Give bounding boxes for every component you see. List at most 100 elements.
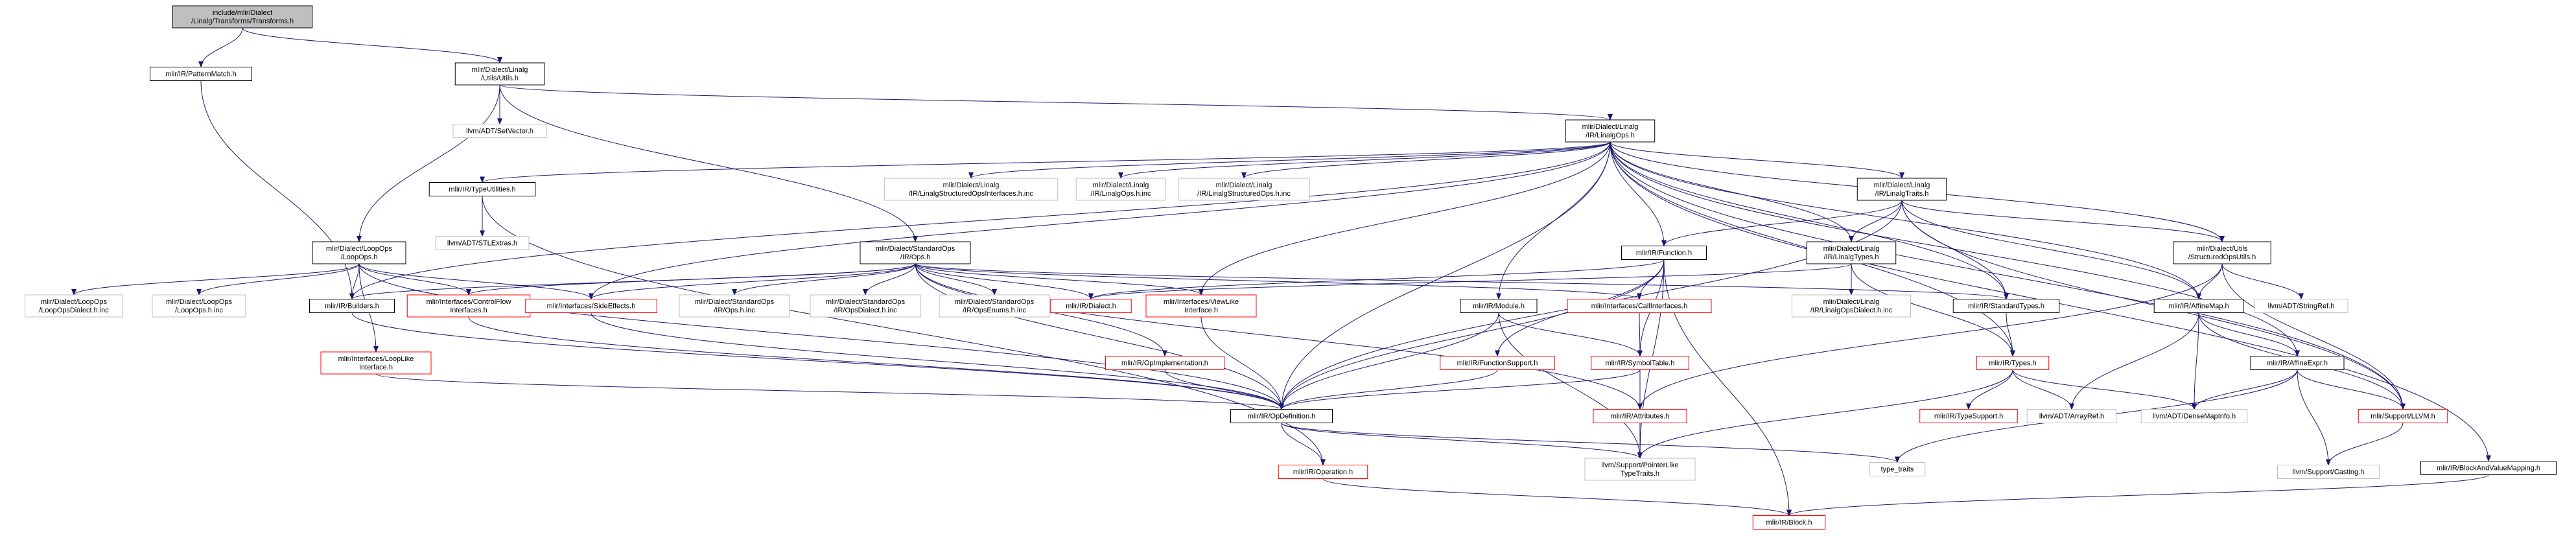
node-standard-types[interactable]: mlir/IR/StandardTypes.h: [1952, 299, 2060, 313]
node-type-utilities[interactable]: mlir/IR/TypeUtilities.h: [428, 182, 536, 196]
node-label: llvm/ADT/ArrayRef.h: [2039, 413, 2104, 421]
node-array-ref: llvm/ADT/ArrayRef.h: [2026, 409, 2117, 423]
edge-loop_ops-to-loop_ops_dialect_inc: [71, 263, 360, 296]
node-label: mlir/Interfaces/SideEffects.h: [547, 303, 636, 310]
edge-std_ops-to-control_flow_interfaces: [466, 263, 916, 296]
edge-affine_expr-to-llvm_support: [2297, 369, 2406, 410]
node-label: mlir/IR/Builders.h: [325, 303, 379, 310]
node-box: [939, 294, 1050, 318]
edge-module-to-symbol_table: [1498, 312, 1643, 357]
node-label: mlir/Dialect/Linalg: [1216, 181, 1272, 189]
node-function-support[interactable]: mlir/IR/FunctionSupport.h: [1440, 356, 1555, 370]
edge-side_effects-to-op_definition: [591, 312, 1284, 410]
edge-affine_expr-to-dense_map_info: [2192, 369, 2298, 410]
node-box: [1593, 409, 1687, 423]
node-llvm-support[interactable]: mlir/Support/LLVM.h: [2358, 409, 2448, 423]
node-label: mlir/Dialect/StandardOps: [695, 298, 775, 306]
node-box: [1567, 299, 1712, 313]
edge-linalg_ops-to-affine_map: [1610, 141, 2201, 300]
node-linalg-ops[interactable]: mlir/Dialect/Linalg/IR/LinalgOps.h: [1565, 119, 1656, 143]
node-label: llvm/Support/Casting.h: [2293, 469, 2365, 476]
node-module[interactable]: mlir/IR/Module.h: [1460, 299, 1538, 313]
node-label: mlir/Interfaces/ControlFlow: [427, 298, 511, 306]
node-transforms[interactable]: include/mlir/Dialect/Linalg/Transforms/T…: [172, 5, 313, 29]
node-structured-ops-h-inc: mlir/Dialect/Linalg/IR/LinalgStructuredO…: [1178, 178, 1310, 201]
node-box: [1460, 299, 1538, 313]
node-std-ops-dialect-inc: mlir/Dialect/StandardOps/IR/OpsDialect.h…: [810, 294, 921, 318]
edge-operation-to-block: [1322, 478, 1792, 517]
node-op-implementation[interactable]: mlir/IR/OpImplementation.h: [1105, 356, 1224, 370]
node-std-ops-enums-inc: mlir/Dialect/StandardOps/IR/OpsEnums.h.i…: [939, 294, 1050, 318]
edge-affine_expr-to-casting: [2297, 369, 2331, 466]
node-label: mlir/IR/Attributes.h: [1611, 413, 1669, 421]
node-function[interactable]: mlir/IR/Function.h: [1621, 246, 1707, 260]
node-label: mlir/Dialect/Utils: [2197, 245, 2248, 253]
node-std-ops[interactable]: mlir/Dialect/StandardOps/IR/Ops.h: [860, 241, 971, 264]
node-box: [1952, 299, 2060, 313]
node-linalg-traits[interactable]: mlir/Dialect/Linalg/IR/LinalgTraits.h: [1856, 178, 1947, 201]
edge-linalg_ops-to-view_like_interface: [1199, 141, 1611, 296]
edge-loop_ops-to-builders: [349, 263, 360, 300]
edge-loop_ops-to-loop_ops_h_inc: [196, 263, 360, 296]
node-box: [679, 294, 790, 318]
node-op-definition[interactable]: mlir/IR/OpDefinition.h: [1230, 409, 1333, 423]
node-label: mlir/IR/StandardTypes.h: [1968, 303, 2044, 310]
node-label: mlir/IR/FunctionSupport.h: [1457, 360, 1538, 367]
node-string-ref: llvm/ADT/StringRef.h: [2254, 299, 2348, 313]
edge-symbol_table-to-op_definition: [1279, 369, 1641, 410]
node-affine-expr[interactable]: mlir/IR/AffineExpr.h: [2250, 356, 2345, 370]
edge-affine_map-to-dense_map_info: [2192, 312, 2199, 410]
edge-pattern_match-to-builders: [200, 80, 355, 300]
node-pattern-match[interactable]: mlir/IR/PatternMatch.h: [150, 67, 252, 81]
node-box: [2358, 409, 2448, 423]
node-call-interfaces[interactable]: mlir/Interfaces/CallInterfaces.h: [1567, 299, 1712, 313]
node-loop-ops-h-inc: mlir/Dialect/LoopOps/LoopOps.h.inc: [152, 294, 246, 318]
node-block[interactable]: mlir/IR/Block.h: [1752, 515, 1826, 530]
node-box: [1584, 458, 1696, 481]
edge-linalg_traits-to-linalg_types: [1849, 200, 1903, 242]
edge-op_implementation-to-op_definition: [1164, 369, 1284, 410]
node-symbol-table[interactable]: mlir/IR/SymbolTable.h: [1591, 356, 1689, 370]
node-block-and-value-mapping[interactable]: mlir/IR/BlockAndValueMapping.h: [2420, 461, 2557, 475]
edge-op_definition-to-operation: [1281, 423, 1326, 466]
node-dialect[interactable]: mlir/IR/Dialect.h: [1050, 299, 1132, 313]
edge-transforms-to-linalg_utils: [242, 27, 502, 64]
edge-structured_ops_utils-to-string_ref: [2221, 263, 2304, 300]
node-casting: llvm/Support/Casting.h: [2277, 465, 2380, 479]
node-box: [1591, 356, 1689, 370]
node-label: /IR/Ops.h: [900, 253, 930, 261]
node-type-traits: type_traits: [1869, 462, 1926, 476]
node-label: llvm/ADT/SetVector.h: [466, 128, 533, 135]
node-structured-ops-utils[interactable]: mlir/Dialect/Utils/StructuredOpsUtils.h: [2173, 241, 2271, 264]
node-loop-ops[interactable]: mlir/Dialect/LoopOps/LoopOps.h: [312, 241, 406, 264]
node-box: [1792, 294, 1911, 318]
edge-affine_map-to-array_ref: [2069, 312, 2199, 410]
node-box: [2250, 356, 2345, 370]
node-types[interactable]: mlir/IR/Types.h: [1976, 356, 2050, 370]
node-box: [312, 241, 406, 264]
node-box: [1919, 409, 2018, 423]
node-box: [172, 5, 313, 29]
node-label: mlir/Dialect/Linalg: [1874, 181, 1930, 189]
node-side-effects[interactable]: mlir/Interfaces/SideEffects.h: [525, 299, 657, 313]
node-label: /IR/OpsEnums.h.inc: [963, 307, 1026, 314]
node-linalg-utils[interactable]: mlir/Dialect/Linalg/Utils/Utils.h: [454, 62, 545, 86]
node-type-support[interactable]: mlir/IR/TypeSupport.h: [1919, 409, 2018, 423]
node-operation[interactable]: mlir/IR/Operation.h: [1278, 465, 1368, 479]
node-affine-map[interactable]: mlir/IR/AffineMap.h: [2153, 299, 2244, 313]
node-linalg-types[interactable]: mlir/Dialect/Linalg/IR/LinalgTypes.h: [1806, 241, 1897, 264]
edge-linalg_ops-to-type_utilities: [480, 141, 1611, 183]
edge-structured_ops_utils-to-attributes: [1637, 263, 2223, 410]
node-label: mlir/IR/Block.h: [1766, 519, 1812, 527]
node-box: [2420, 461, 2557, 475]
edge-module-to-op_definition: [1279, 312, 1499, 410]
node-builders[interactable]: mlir/IR/Builders.h: [309, 299, 395, 313]
node-attributes[interactable]: mlir/IR/Attributes.h: [1593, 409, 1687, 423]
node-box: [1145, 294, 1257, 318]
node-label: mlir/Dialect/LoopOps: [326, 245, 393, 253]
node-label: mlir/IR/PatternMatch.h: [165, 71, 236, 78]
node-label: mlir/IR/Types.h: [1989, 360, 2036, 367]
